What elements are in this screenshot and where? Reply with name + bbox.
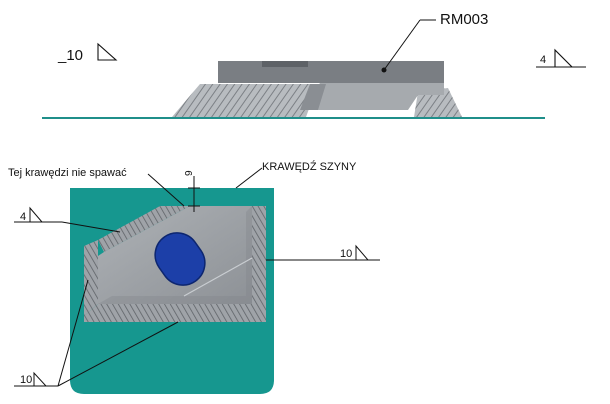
weld-leader-upper-left [61,221,121,233]
dim-value-top: 9 [184,170,195,176]
weld-size-lower-left: 10 [20,374,32,386]
weld-frame-left [84,240,98,316]
weld-size-right-detail: 10 [340,248,352,260]
rail-edge-leader [235,167,263,189]
weld-frame-diagonal [98,206,190,252]
weld-bead-right [414,88,462,117]
weld-leader-lower-left-a [57,279,89,387]
part-block-side [300,84,326,110]
fillet-weld-icon [33,371,48,387]
part-leader-dot [381,67,387,73]
part-block [218,61,444,83]
oval-hole [154,232,206,286]
weld-bead-left [172,84,318,117]
part-leader [383,19,421,71]
plate-crease [183,257,253,297]
fillet-weld-icon [355,244,370,261]
fillet-weld-icon [29,206,44,223]
part-label: RM003 [440,11,488,28]
weld-size-right: 4 [540,54,546,66]
no-weld-note: Tej krawędzi nie spawać [8,167,127,179]
fillet-weld-icon [97,42,118,61]
detail-view: Tej krawędzi nie spawać 9 KRAWĘDŹ SZYNY … [8,160,380,394]
weld-frame-bottom [84,304,266,322]
fillet-weld-icon [554,48,574,68]
part-block-face [310,83,444,110]
rail-edge-label: KRAWĘDŹ SZYNY [262,160,357,173]
weld-size-upper-left: 4 [20,211,26,223]
weld-leader-lower-left-b [57,321,179,387]
no-weld-leader [147,173,185,207]
weld-frame-right [252,206,266,322]
top-view: RM003 _10 4 [42,11,586,119]
weld-size-left: _10 [57,47,83,64]
part-block-top [262,61,308,67]
